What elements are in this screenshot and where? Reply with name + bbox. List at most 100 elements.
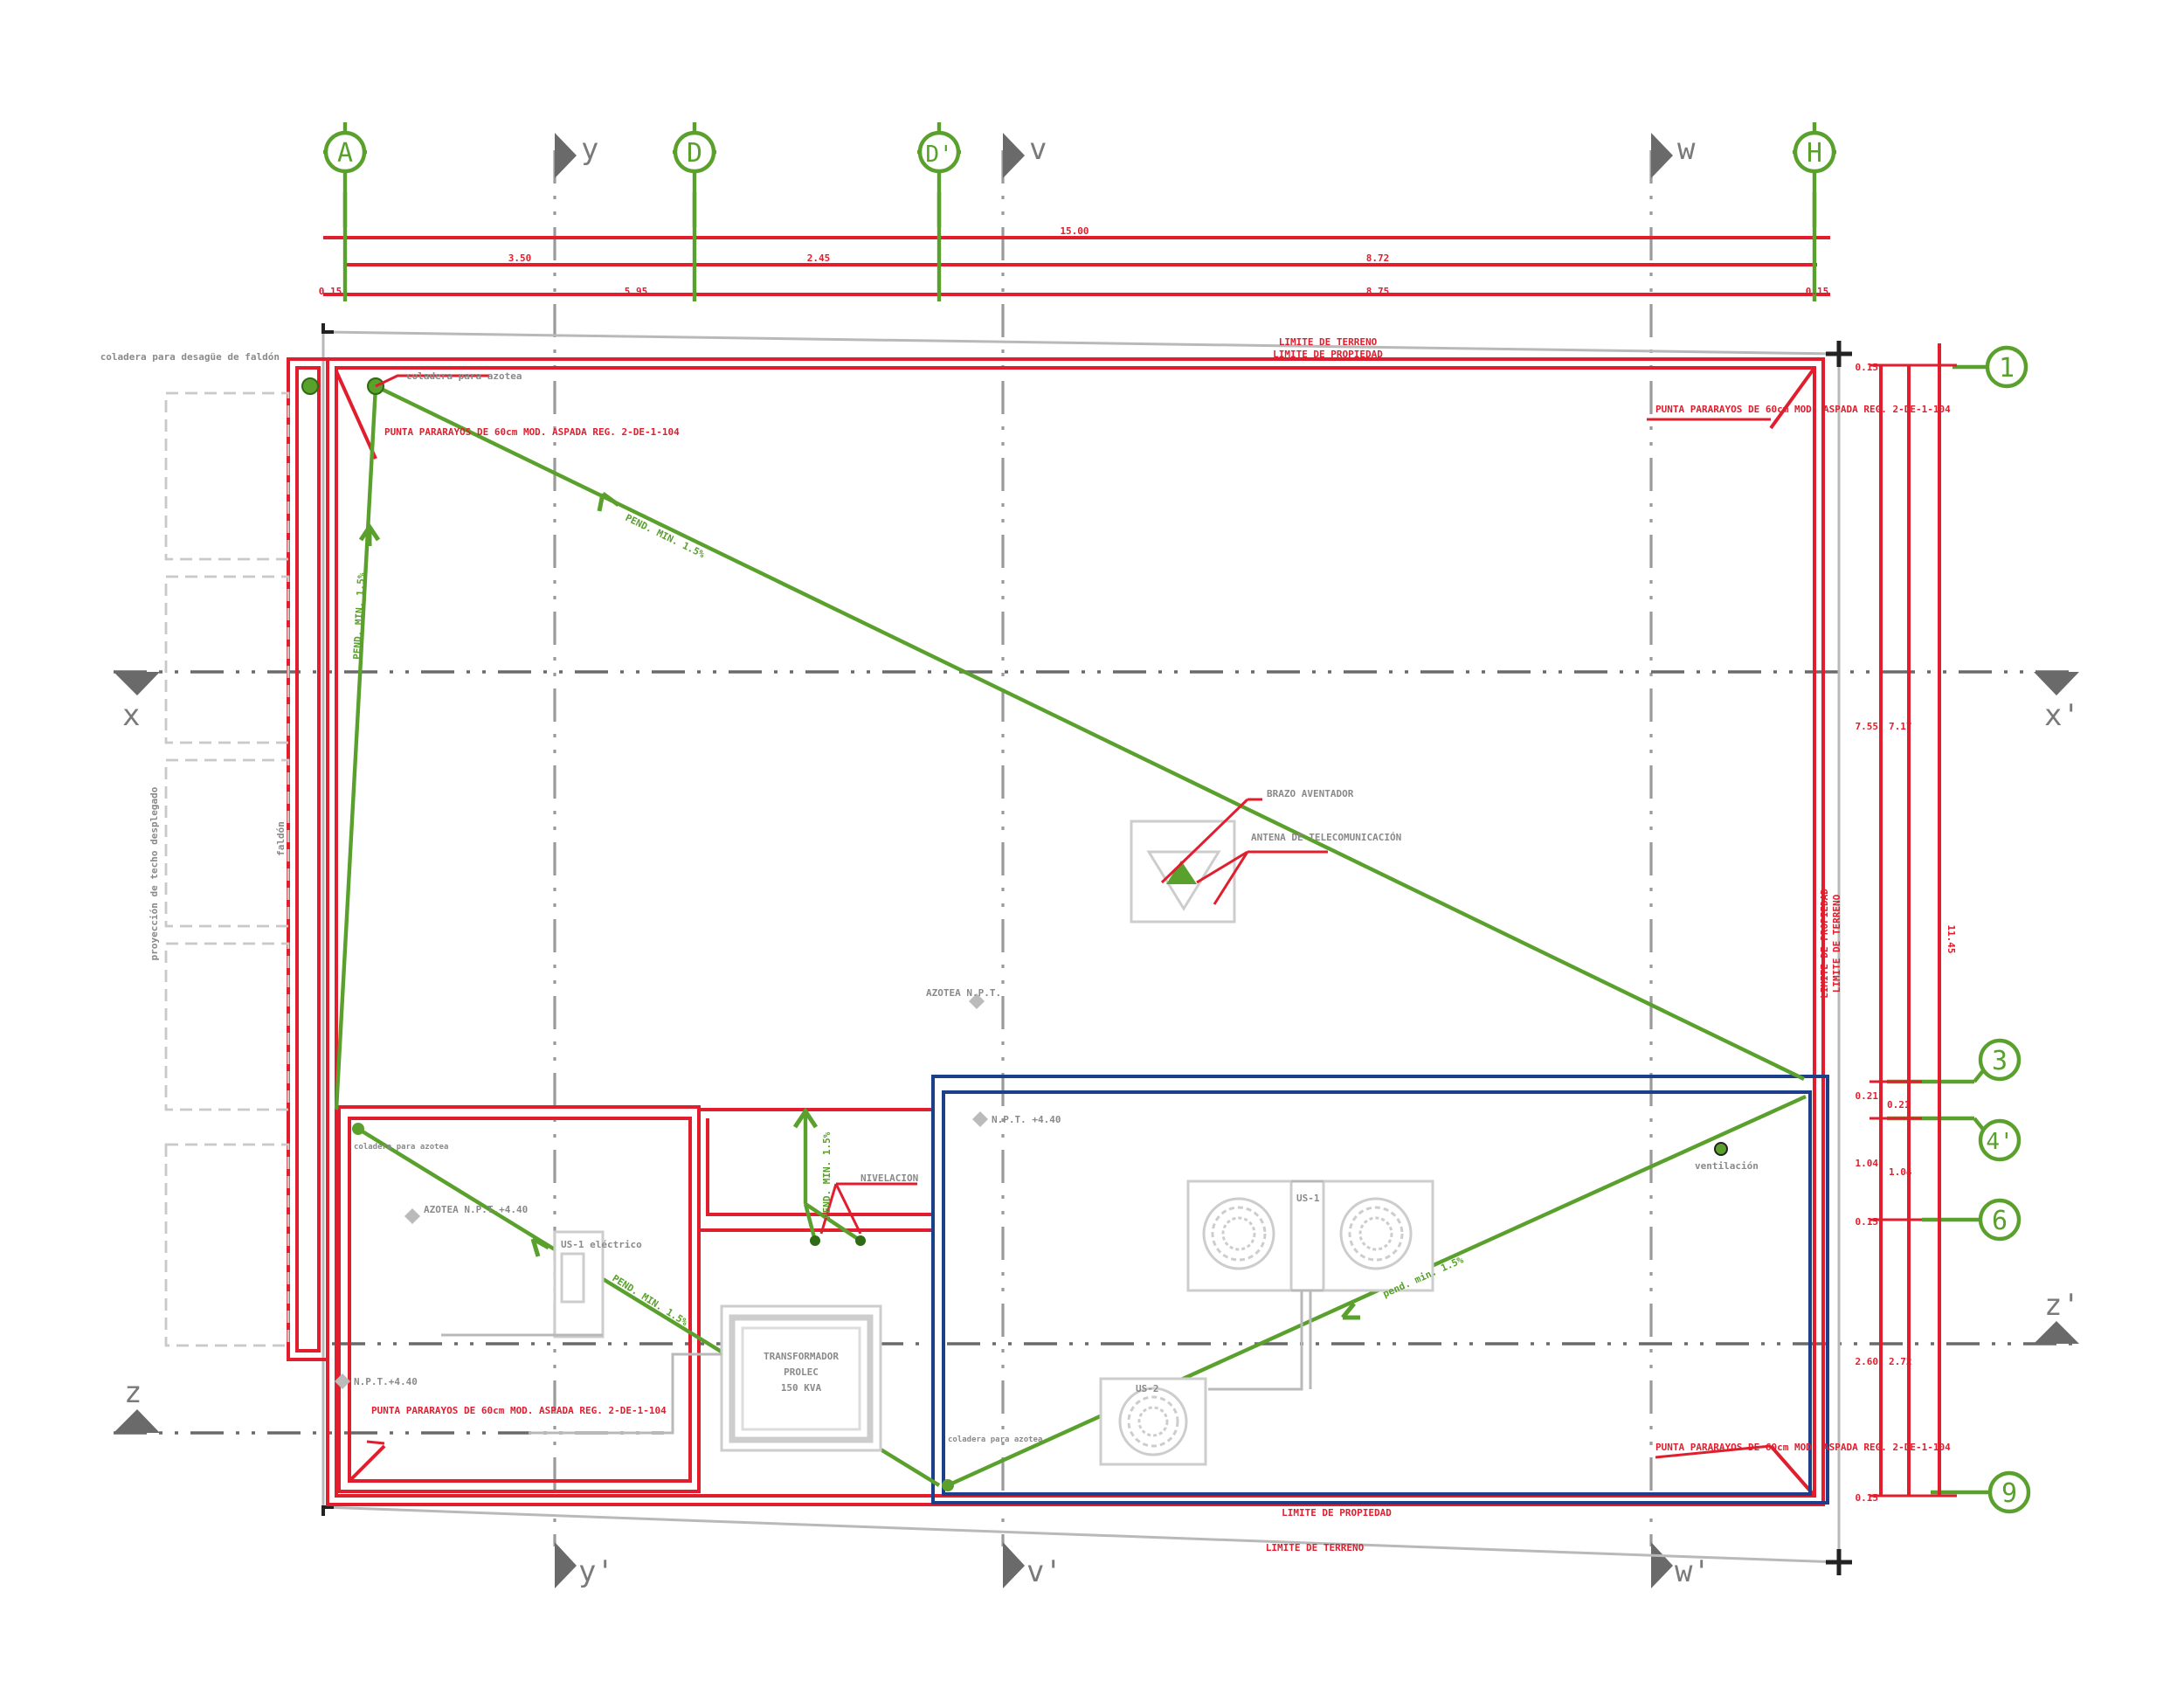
dim-right-s1: 0.21 xyxy=(1856,1090,1879,1102)
us1-label: US-1 xyxy=(1296,1193,1320,1204)
label-limite-right-1: LIMITE DE PROPIEDAD xyxy=(1819,889,1830,999)
annotations: LIMITE DE TERRENO LIMITE DE PROPIEDAD LI… xyxy=(100,336,1951,1553)
label-pend-lower: PEND. MIN. 1.5% xyxy=(610,1273,689,1329)
dim-right-s6: 2.60 xyxy=(1856,1356,1879,1367)
ventilacion-icon xyxy=(1714,1142,1728,1156)
axis-marker-6: 6 xyxy=(1922,1198,2022,1242)
section-marker-w: w xyxy=(1651,132,1696,178)
label-nivelacion: NIVELACION xyxy=(860,1173,918,1184)
axis-label-1: 1 xyxy=(1999,353,2015,384)
transformer-icon: TRANSFORMADOR PROLEC 150 KVA xyxy=(529,1304,882,1452)
label-brazo: BRAZO AVENTADOR xyxy=(1267,788,1354,799)
axis-label-D: D xyxy=(687,138,702,169)
label-antena: ANTENA DE TELECOMUNICACIÓN xyxy=(1251,832,1401,843)
drain-lower-left xyxy=(352,1123,364,1135)
label-azotea-center: AZOTEA N.P.T. xyxy=(926,987,1001,999)
dim-right-s3: 1.04 xyxy=(1856,1158,1879,1169)
dim-top-row2-a: 3.50 xyxy=(508,253,532,264)
label-limite-terreno-bottom: LIMITE DE TERRENO xyxy=(1266,1542,1365,1553)
label-faldon: faldón xyxy=(275,821,287,856)
label-pend-ramp: PEND. MIN. 1.5% xyxy=(821,1131,833,1219)
dim-right-mid-b: 7.17 xyxy=(1889,721,1912,732)
axis-label-H: H xyxy=(1807,138,1822,169)
label-npt-blue: N.P.T. +4.40 xyxy=(992,1114,1061,1125)
level-diamond-center xyxy=(969,993,985,1009)
section-marker-z: z xyxy=(114,1375,160,1433)
axis-label-6: 6 xyxy=(1992,1206,2008,1236)
dim-top-row3-a: 0.15 xyxy=(319,286,342,297)
axis-marker-9: 9 xyxy=(1931,1470,2031,1514)
fan-icon-3 xyxy=(1118,1387,1188,1456)
svg-text:v: v xyxy=(1029,132,1047,167)
section-markers: y v w y' v' w' x x' xyxy=(114,132,2080,1589)
dim-top-row2-b: 2.45 xyxy=(807,253,831,264)
label-punta-se: PUNTA PARARAYOS DE 60cm MOD. ASPADA REG.… xyxy=(1655,1442,1951,1453)
svg-text:w: w xyxy=(1677,132,1696,167)
axis-label-3: 3 xyxy=(1992,1046,2008,1076)
transformer-label-3: 150 KVA xyxy=(781,1382,822,1394)
label-coladera-pluvial: coladera para desagüe de faldón xyxy=(100,351,280,363)
dim-right-mid-a: 7.55 xyxy=(1856,721,1879,732)
label-punta-ne: PUNTA PARARAYOS DE 60cm MOD. ASPADA REG.… xyxy=(1655,404,1951,415)
level-diamond-blue xyxy=(972,1111,988,1127)
svg-text:z: z xyxy=(124,1375,142,1410)
nivelacion-point-a xyxy=(810,1235,820,1246)
label-coladera-lower: coladera para azotea xyxy=(354,1143,448,1152)
antenna-icon xyxy=(1130,798,1328,924)
dim-top-row2-c: 8.72 xyxy=(1366,253,1390,264)
property-limit xyxy=(287,357,1825,1506)
level-diamond-left xyxy=(404,1208,420,1224)
dim-right-s7: 2.72 xyxy=(1889,1356,1912,1367)
label-limite-terreno-top: LIMITE DE TERRENO xyxy=(1279,336,1378,348)
dim-right-s0: 0.15 xyxy=(1856,362,1879,373)
nivelacion-point-b xyxy=(855,1235,866,1246)
label-limite-right-2: LIMITE DE TERRENO xyxy=(1831,894,1842,993)
svg-text:z': z' xyxy=(2044,1288,2080,1323)
us2-unit: US-2 xyxy=(1099,1377,1207,1466)
fan-icon-2 xyxy=(1339,1197,1413,1270)
section-marker-z-prime: z' xyxy=(2034,1288,2080,1344)
transformer-label-2: PROLEC xyxy=(784,1366,819,1378)
us1-electrical-unit: US-1 eléctrico xyxy=(441,1230,642,1339)
label-punta-nw: PUNTA PARARAYOS DE 60cm MOD. ASPADA REG.… xyxy=(384,426,680,438)
transformer-label-1: TRANSFORMADOR xyxy=(764,1351,839,1362)
dim-top-row3-d: 0.15 xyxy=(1806,286,1829,297)
label-pend-left: PEND. MIN. 1.5% xyxy=(351,572,367,660)
dim-top-row3-b: 5.95 xyxy=(625,286,648,297)
right-dimensions: 11.45 7.55 7.17 0.15 0.21 0.21 1.04 1.04… xyxy=(1856,343,1957,1504)
svg-text:w': w' xyxy=(1675,1554,1711,1589)
label-proyeccion: proyección de techo desplegado xyxy=(149,786,160,960)
dim-top-total: 15.00 xyxy=(1060,225,1089,237)
label-limite-propiedad-bottom: LIMITE DE PROPIEDAD xyxy=(1282,1507,1392,1519)
dim-right-outer: 11.45 xyxy=(1946,924,1957,953)
callout-leaders xyxy=(366,374,1772,1459)
roof-projection: proyección de techo desplegado faldón xyxy=(149,391,290,1347)
label-coladera-blue: coladera para azotea xyxy=(948,1435,1042,1444)
label-azotea-left: AZOTEA N.P.T.+4.40 xyxy=(424,1204,528,1215)
drain-blue xyxy=(942,1479,954,1491)
axis-marker-3: 3 xyxy=(1887,1038,2022,1084)
axis-marker-4-prime: 4' xyxy=(1887,1116,2022,1162)
label-npt-left: N.P.T.+4.40 xyxy=(354,1376,418,1387)
us2-label: US-2 xyxy=(1136,1383,1159,1394)
svg-text:x: x xyxy=(122,698,140,733)
dim-right-s8: 0.15 xyxy=(1856,1492,1879,1504)
label-coladera-azotea: coladera para azotea xyxy=(406,370,522,382)
section-marker-x-prime: x' xyxy=(2034,672,2080,733)
fan-icon-1 xyxy=(1202,1197,1275,1270)
section-marker-v-prime: v' xyxy=(1003,1542,1062,1589)
axis-label-D-prime: D' xyxy=(925,142,952,168)
letter-axes: A D D' H xyxy=(323,122,1836,227)
dim-right-s2: 0.21 xyxy=(1887,1099,1911,1110)
section-marker-y: y xyxy=(555,132,598,178)
equipment-enclosure xyxy=(931,1075,1829,1505)
axis-label-4-prime: 4' xyxy=(1986,1129,2013,1155)
svg-text:y': y' xyxy=(578,1554,614,1589)
svg-text:y: y xyxy=(581,132,598,167)
terrain-limit xyxy=(321,323,1852,1575)
label-pend-diag: PEND. MIN. 1.5% xyxy=(624,512,707,560)
dim-top-row3-c: 8.75 xyxy=(1366,286,1390,297)
drain-faldon xyxy=(301,377,319,395)
number-axes: 1 3 4' 6 9 xyxy=(1887,345,2031,1514)
